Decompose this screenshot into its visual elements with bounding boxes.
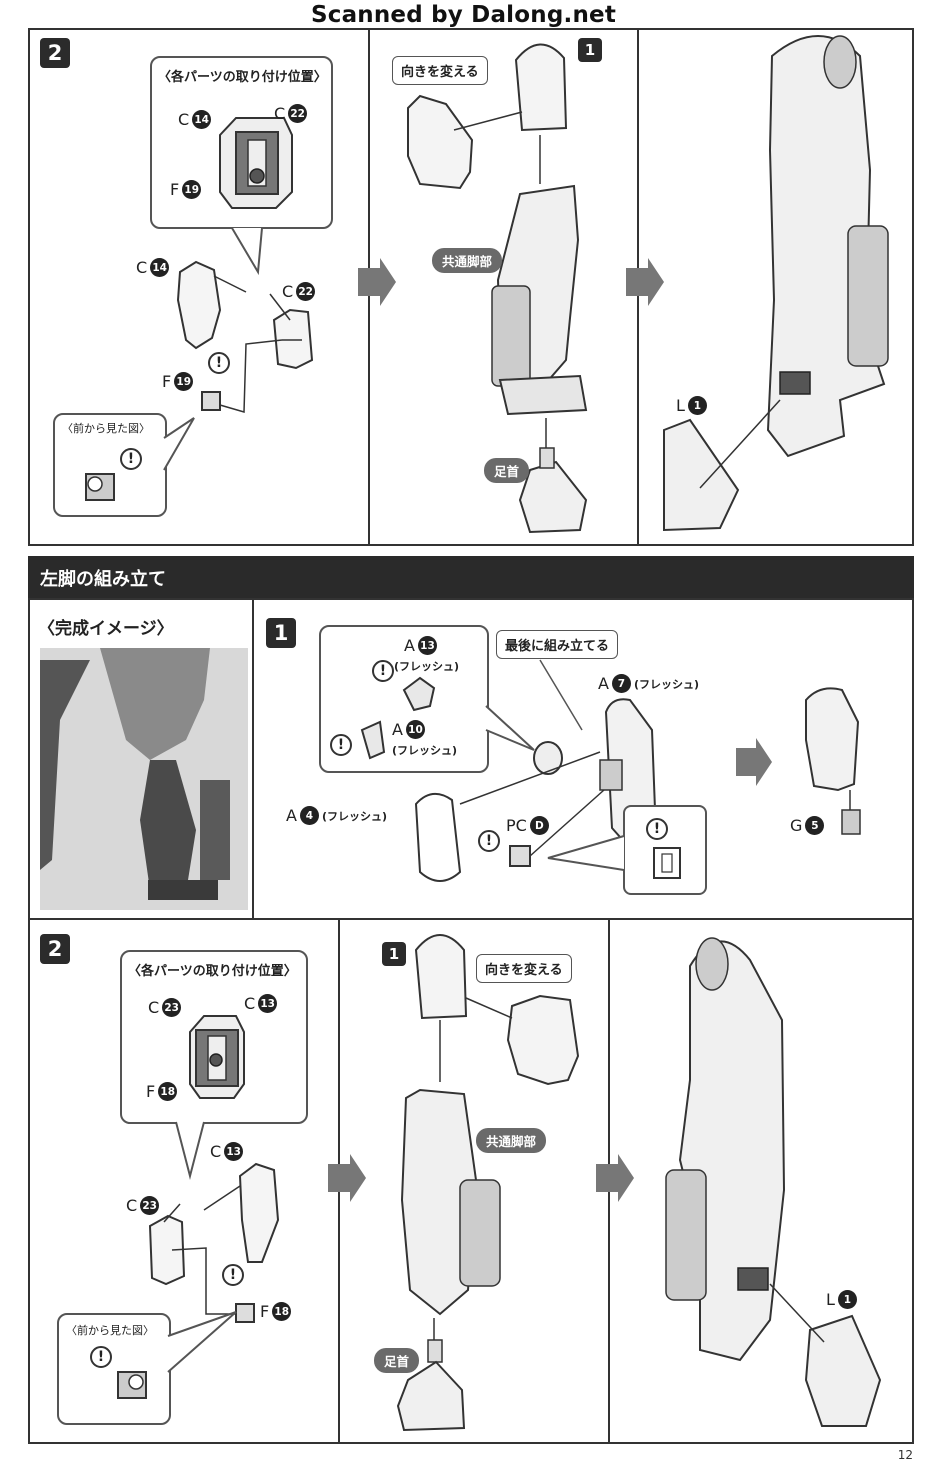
- part-number: 13: [224, 1142, 244, 1161]
- part-letter: A: [598, 674, 609, 693]
- part-number: 7: [611, 674, 631, 693]
- warning-icon: !: [120, 448, 142, 470]
- part-letter: L: [676, 396, 685, 415]
- part-number: D: [529, 816, 549, 835]
- callout-title: 〈各パーツの取り付け位置〉: [158, 70, 327, 85]
- part-number: 5: [805, 816, 825, 835]
- step-number-badge: 2: [40, 934, 70, 964]
- rotate-direction-label: 向きを変える: [476, 954, 572, 983]
- part-number: 19: [174, 372, 194, 391]
- middle-divider: [252, 598, 254, 920]
- part-letter: PC: [506, 816, 527, 835]
- warning-icon: !: [372, 660, 394, 682]
- part-number: 22: [288, 104, 308, 123]
- common-leg-label: 共通脚部: [476, 1128, 547, 1153]
- part-number: 23: [140, 1196, 160, 1215]
- part-number: 19: [182, 180, 202, 199]
- part-letter: C: [244, 994, 256, 1013]
- part-number: 13: [417, 636, 437, 655]
- part-letter: C: [136, 258, 148, 277]
- page-number: 12: [897, 1448, 913, 1462]
- part-letter: F: [260, 1302, 270, 1321]
- part-letter: C: [210, 1142, 222, 1161]
- part-number: 22: [296, 282, 316, 301]
- part-number: 1: [837, 1290, 857, 1309]
- part-letter: L: [826, 1290, 835, 1309]
- part-letter: F: [146, 1082, 156, 1101]
- front-view-label: 〈前から見た図〉: [62, 422, 150, 435]
- part-letter: F: [162, 372, 172, 391]
- part-number: 18: [272, 1302, 292, 1321]
- callout-title: 〈各パーツの取り付け位置〉: [128, 964, 297, 979]
- part-number: 10: [405, 720, 425, 739]
- last-assembly-label: 最後に組み立てる: [496, 630, 619, 659]
- ankle-label: 足首: [484, 458, 530, 483]
- warning-icon: !: [208, 352, 230, 374]
- part-note: (フレッシュ): [633, 677, 700, 691]
- part-number: 18: [158, 1082, 178, 1101]
- step-number-badge: 2: [40, 38, 70, 68]
- part-letter: F: [170, 180, 180, 199]
- section-title-bar: 左脚の組み立て: [28, 556, 914, 600]
- rotate-direction-label: 向きを変える: [392, 56, 488, 85]
- part-letter: C: [178, 110, 190, 129]
- section-title: 左脚の組み立て: [40, 569, 166, 590]
- warning-icon: !: [646, 818, 668, 840]
- part-letter: G: [790, 816, 803, 835]
- part-number: 14: [192, 110, 212, 129]
- sub-step-badge: 1: [382, 942, 406, 966]
- step-number-badge: 1: [266, 618, 296, 648]
- part-letter: C: [274, 104, 286, 123]
- common-leg-label: 共通脚部: [432, 248, 503, 273]
- completed-image-title: 〈完成イメージ〉: [38, 619, 174, 639]
- part-letter: A: [404, 636, 415, 655]
- ankle-label: 足首: [374, 1348, 420, 1373]
- part-number: 14: [150, 258, 170, 277]
- part-letter: A: [286, 806, 297, 825]
- part-letter: C: [148, 998, 160, 1017]
- part-number: 13: [258, 994, 278, 1013]
- warning-icon: !: [478, 830, 500, 852]
- warning-icon: !: [222, 1264, 244, 1286]
- part-number: 1: [687, 396, 707, 415]
- part-note: (フレッシュ): [321, 809, 388, 823]
- sub-step-badge: 1: [578, 38, 602, 62]
- part-number: 4: [299, 806, 319, 825]
- warning-icon: !: [90, 1346, 112, 1368]
- warning-icon: !: [330, 734, 352, 756]
- part-note: (フレッシュ): [392, 744, 458, 757]
- front-view-label: 〈前から見た図〉: [66, 1324, 154, 1337]
- part-letter: A: [392, 720, 403, 739]
- part-letter: C: [282, 282, 294, 301]
- part-number: 23: [162, 998, 182, 1017]
- part-letter: C: [126, 1196, 138, 1215]
- part-note: (フレッシュ): [394, 660, 460, 673]
- watermark: Scanned by Dalong.net: [310, 2, 617, 28]
